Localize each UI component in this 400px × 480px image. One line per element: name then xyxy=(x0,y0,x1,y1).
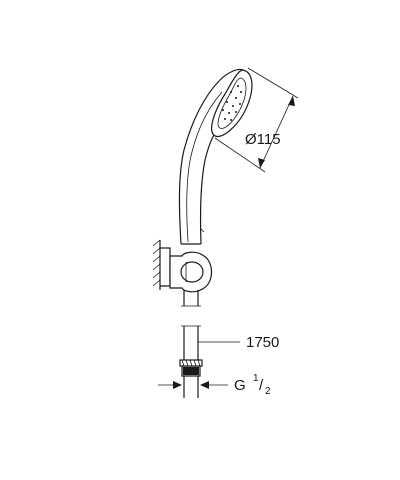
shower-head-face xyxy=(211,69,253,138)
thread-label: G 1 / 2 xyxy=(234,368,271,397)
hose xyxy=(179,305,203,398)
head-diameter-label: Ø115 xyxy=(245,131,281,148)
spray-nozzles xyxy=(222,85,242,121)
head-diameter-dimension: Ø115 xyxy=(214,67,299,173)
wall-bracket xyxy=(152,239,213,306)
hand-shower xyxy=(178,68,253,245)
hose-length-dimension: 1750 xyxy=(198,334,279,351)
thread-dimension: G 1 / 2 xyxy=(158,368,271,397)
hose-length-label: 1750 xyxy=(246,334,279,351)
